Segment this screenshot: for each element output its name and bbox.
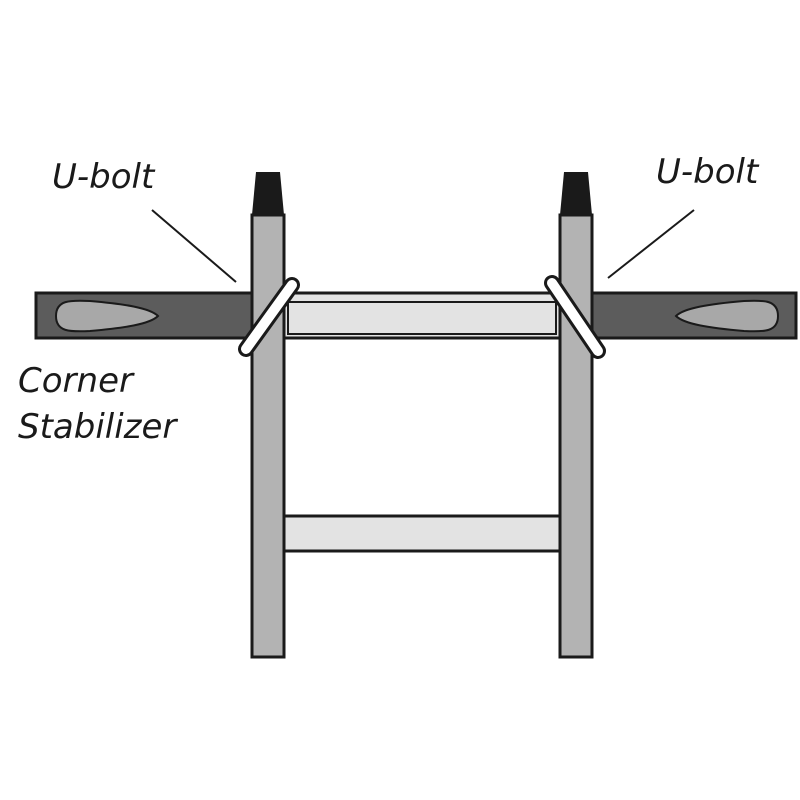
ladder-rail-right <box>558 172 594 659</box>
corner-stabilizer <box>34 291 798 340</box>
rail-left-body <box>250 213 286 659</box>
ubolt-left <box>238 277 300 357</box>
ladder-rail-left <box>250 172 286 659</box>
ubolt-right <box>544 275 606 359</box>
ubolt-right-leader <box>607 209 695 279</box>
stabilizer-pad-left <box>54 299 160 333</box>
corner-stabilizer-label-line1: Corner <box>18 361 135 401</box>
rail-right-body <box>558 213 594 659</box>
ubolt-right-label: U-bolt <box>656 152 760 192</box>
stabilizer-bar-center-inner <box>287 301 557 335</box>
rail-left-cap <box>252 172 284 215</box>
ubolt-left-leader <box>151 209 237 283</box>
corner-stabilizer-label-line2: Stabilizer <box>18 407 178 447</box>
rail-right-cap <box>560 172 592 215</box>
ladder-rung <box>282 514 562 553</box>
ubolt-left-label: U-bolt <box>52 157 156 197</box>
stabilizer-pad-right <box>674 299 780 333</box>
